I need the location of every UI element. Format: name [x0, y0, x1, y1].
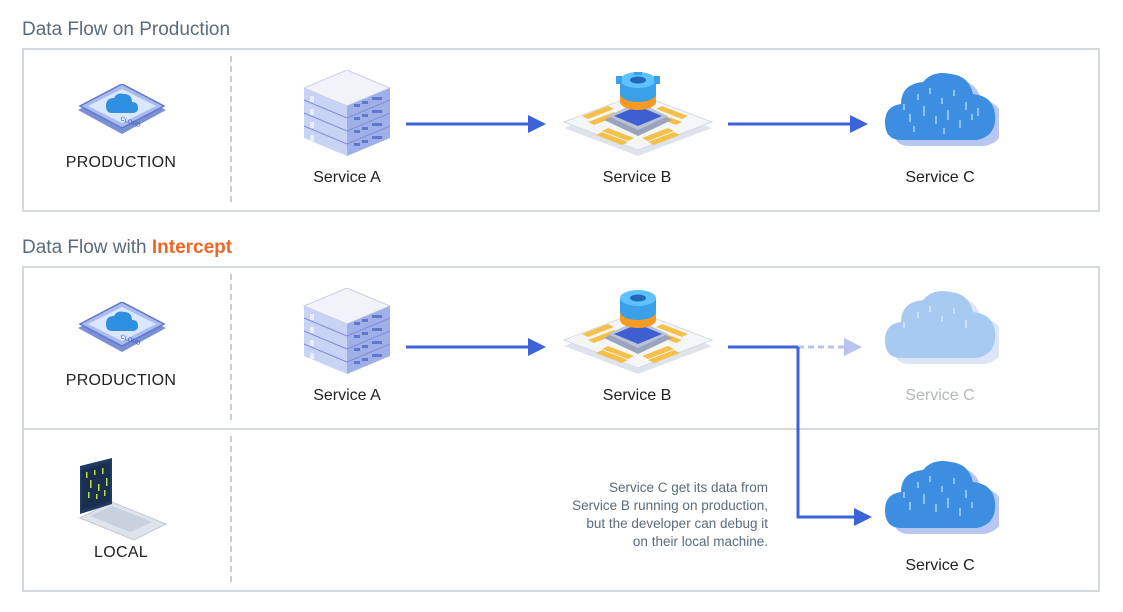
intercept-flow-title-accent: Intercept: [151, 237, 233, 258]
production-env-label: PRODUCTION: [65, 154, 177, 171]
arrowhead: [854, 508, 872, 526]
intercept-service-b-label: Service B: [602, 387, 672, 404]
note-line: but the developer can debug it: [586, 516, 768, 531]
cloud-tile-icon: CLOUD: [76, 301, 168, 361]
local-env-label: LOCAL: [94, 544, 148, 561]
intercept-production-divider: [230, 274, 232, 420]
note-line: Service B running on production,: [572, 498, 768, 513]
cloud-faded-icon: [883, 288, 1004, 385]
intercept-flow-title-prefix: Data Flow with: [22, 237, 152, 258]
intercept-flow-title: Data Flow with Intercept: [22, 237, 232, 259]
laptop-icon: [76, 458, 168, 547]
cloud-icon: [883, 70, 1004, 167]
arrowhead: [528, 338, 546, 356]
intercept-arrow-to-local-c: [796, 347, 862, 519]
arrowhead: [850, 115, 868, 133]
intercept-note: Service C get its data from Service B ru…: [508, 479, 768, 551]
intercept-production-env-label: PRODUCTION: [65, 372, 177, 389]
service-c-label: Service C: [905, 169, 975, 186]
chip-gear-icon: [562, 290, 714, 389]
note-line: on their local machine.: [632, 534, 768, 549]
production-divider: [230, 56, 232, 202]
cloud-tile-icon: CLOUD: [76, 83, 168, 143]
note-line: Service C get its data from: [608, 480, 768, 495]
service-a-label: Service A: [313, 169, 381, 186]
server-stack-icon: [302, 69, 392, 167]
faded-service-c-label: Service C: [905, 387, 975, 404]
server-stack-icon: [302, 287, 392, 385]
local-service-c-label: Service C: [905, 557, 975, 574]
production-flow-title: Data Flow on Production: [22, 19, 231, 40]
local-divider: [230, 436, 232, 582]
production-local-divider: [24, 428, 1098, 430]
cloud-icon: [883, 458, 1004, 555]
arrowhead-faded: [844, 338, 862, 356]
service-b-label: Service B: [602, 169, 672, 186]
chip-gear-icon: [562, 69, 714, 171]
intercept-service-a-label: Service A: [313, 387, 381, 404]
arrowhead: [528, 115, 546, 133]
